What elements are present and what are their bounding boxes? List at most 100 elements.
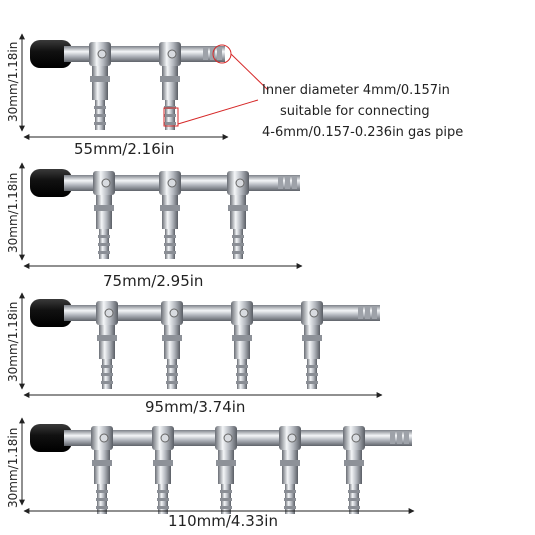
nozzle-barb bbox=[96, 490, 108, 493]
valve-stem bbox=[164, 325, 180, 359]
valve-collar bbox=[344, 460, 364, 466]
main-pipe bbox=[64, 46, 225, 62]
valve-stem bbox=[94, 450, 110, 484]
valve-stem bbox=[282, 450, 298, 484]
nozzle-barb bbox=[96, 498, 108, 501]
valve-knob bbox=[309, 308, 319, 318]
nozzle-barb bbox=[98, 243, 110, 246]
nozzle-barb bbox=[96, 506, 108, 509]
nozzle-barb bbox=[348, 490, 360, 493]
valve bbox=[152, 426, 174, 514]
nozzle-barb bbox=[220, 490, 232, 493]
nozzle-barb bbox=[164, 122, 176, 125]
valve bbox=[91, 426, 113, 514]
valve-knob bbox=[104, 308, 114, 318]
nozzle-barb bbox=[220, 498, 232, 501]
nozzle-barb bbox=[236, 365, 248, 368]
height-label: 30mm/1.18in bbox=[6, 301, 20, 382]
nozzle-barb bbox=[284, 506, 296, 509]
end-cap bbox=[30, 424, 72, 452]
valve-stem bbox=[218, 450, 234, 484]
nozzle-barb bbox=[306, 381, 318, 384]
valve-knob bbox=[169, 308, 179, 318]
nozzle-barb bbox=[101, 373, 113, 376]
valve-knob bbox=[239, 308, 249, 318]
nozzle-barb bbox=[164, 114, 176, 117]
width-label: 55mm/2.16in bbox=[74, 140, 175, 158]
nozzle-barb bbox=[166, 373, 178, 376]
valve bbox=[215, 426, 237, 514]
valve bbox=[159, 171, 181, 259]
valve-knob bbox=[167, 49, 177, 59]
valve-collar bbox=[162, 335, 182, 341]
valve bbox=[89, 42, 111, 130]
width-label: 75mm/2.95in bbox=[103, 272, 204, 290]
note-line-3: 4-6mm/0.157-0.236in gas pipe bbox=[262, 125, 464, 140]
nozzle-barb bbox=[101, 365, 113, 368]
nozzle-barb bbox=[166, 365, 178, 368]
barb-ring bbox=[278, 177, 283, 189]
valve-collar bbox=[302, 335, 322, 341]
valve-stem bbox=[99, 325, 115, 359]
valve-knob bbox=[167, 178, 177, 188]
valve-stem bbox=[155, 450, 171, 484]
diameter-callout bbox=[163, 44, 269, 127]
valve-collar bbox=[228, 205, 248, 211]
callout-box-bottom bbox=[163, 107, 179, 127]
valve-collar bbox=[216, 460, 236, 466]
nozzle-barb bbox=[98, 235, 110, 238]
nozzle-barb bbox=[94, 114, 106, 117]
nozzle-barb bbox=[220, 506, 232, 509]
nozzle-barb bbox=[348, 506, 360, 509]
nozzle-barb bbox=[232, 243, 244, 246]
valve-stem bbox=[230, 195, 246, 229]
valve bbox=[343, 426, 365, 514]
valve bbox=[231, 301, 253, 389]
nozzle-barb bbox=[157, 506, 169, 509]
height-label: 30mm/1.18in bbox=[6, 41, 20, 122]
barb-ring bbox=[372, 307, 377, 319]
nozzle-barb bbox=[157, 498, 169, 501]
valve-stem bbox=[92, 66, 108, 100]
note-line-2: suitable for connecting bbox=[280, 104, 430, 119]
valve-collar bbox=[160, 76, 180, 82]
valve-collar bbox=[94, 205, 114, 211]
manifold-4-way-drawing bbox=[19, 292, 383, 398]
valve-knob bbox=[99, 433, 109, 443]
end-cap bbox=[30, 40, 72, 68]
valve-knob bbox=[160, 433, 170, 443]
valve-knob bbox=[101, 178, 111, 188]
barb-ring bbox=[365, 307, 370, 319]
barb-ring bbox=[397, 432, 402, 444]
valve-stem bbox=[304, 325, 320, 359]
valve-collar bbox=[92, 460, 112, 466]
barb-ring bbox=[404, 432, 409, 444]
barb-ring bbox=[203, 48, 208, 60]
end-cap bbox=[30, 169, 72, 197]
barb-ring bbox=[390, 432, 395, 444]
valve-collar bbox=[97, 335, 117, 341]
valve bbox=[301, 301, 323, 389]
nozzle-barb bbox=[232, 251, 244, 254]
spec-note: Inner diameter 4mm/0.157in suitable for … bbox=[262, 80, 532, 143]
nozzle-barb bbox=[157, 490, 169, 493]
nozzle-barb bbox=[94, 122, 106, 125]
nozzle-barb bbox=[306, 365, 318, 368]
valve bbox=[279, 426, 301, 514]
nozzle-barb bbox=[236, 373, 248, 376]
manifold-3-way-drawing bbox=[19, 162, 303, 269]
height-label: 30mm/1.18in bbox=[6, 427, 20, 508]
callout-line-top bbox=[230, 53, 269, 91]
valve-knob bbox=[97, 49, 107, 59]
nozzle-barb bbox=[166, 381, 178, 384]
width-label: 110mm/4.33in bbox=[168, 512, 278, 530]
valve bbox=[227, 171, 249, 259]
valve-stem bbox=[162, 195, 178, 229]
valve bbox=[96, 301, 118, 389]
valve-knob bbox=[235, 178, 245, 188]
nozzle-barb bbox=[306, 373, 318, 376]
main-pipe bbox=[64, 430, 412, 446]
manifold-2-way-drawing bbox=[19, 33, 229, 140]
width-label: 95mm/3.74in bbox=[145, 398, 246, 416]
